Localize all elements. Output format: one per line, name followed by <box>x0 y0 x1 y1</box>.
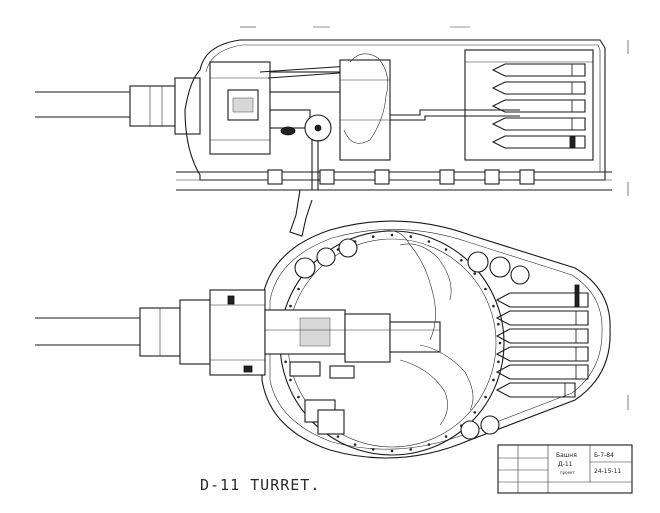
ring-bolt <box>492 378 495 382</box>
ring-bolt <box>427 443 431 446</box>
ring-bolt <box>497 322 500 326</box>
ring-bolt <box>460 259 463 262</box>
ring-bolt <box>427 240 431 243</box>
title-code2: 24-15-11 <box>594 468 621 475</box>
ring-bolt <box>289 304 292 308</box>
ring-bolt <box>473 272 477 275</box>
ring-bolt <box>484 395 487 399</box>
ring-bolt <box>336 435 340 438</box>
ring-bolt <box>492 304 495 308</box>
plan-view <box>35 220 611 459</box>
side-view <box>35 39 612 237</box>
ring-bolt <box>297 287 300 291</box>
ring-bolt <box>473 411 477 414</box>
ring-bolt <box>444 435 448 438</box>
ring-bolt <box>409 448 413 451</box>
title-designation: Д-11 <box>558 461 573 468</box>
side-breech <box>209 59 391 190</box>
plan-ammo-rack <box>495 284 589 398</box>
ring-bolt <box>390 233 394 237</box>
title-sub: проект <box>560 470 575 475</box>
title-name: Башня <box>556 452 577 459</box>
ring-bolt <box>371 448 375 451</box>
ring-bolt <box>289 378 292 382</box>
side-ammo-rack <box>491 63 586 149</box>
ring-bolt <box>484 287 487 291</box>
ring-bolt <box>371 235 375 238</box>
drawing-caption: D-11 TURRET. <box>200 476 320 494</box>
ring-bolt <box>353 443 357 446</box>
ring-bolt <box>497 360 500 364</box>
ring-bolt <box>409 235 413 238</box>
ring-bolt <box>498 341 502 345</box>
ring-bolt <box>444 248 448 251</box>
ring-bolt <box>390 449 394 453</box>
plan-breech <box>209 289 441 379</box>
ring-bolt <box>284 360 287 364</box>
title-block: Башня Д-11 проект Б-7-84 24-15-11 <box>497 444 633 494</box>
ring-ammo-stowage <box>294 238 530 440</box>
plan-barrel <box>35 299 211 365</box>
title-code1: Б-7-84 <box>594 452 614 459</box>
side-barrel <box>35 77 201 135</box>
side-floor-brackets <box>267 169 535 185</box>
ring-bolt <box>297 395 300 399</box>
